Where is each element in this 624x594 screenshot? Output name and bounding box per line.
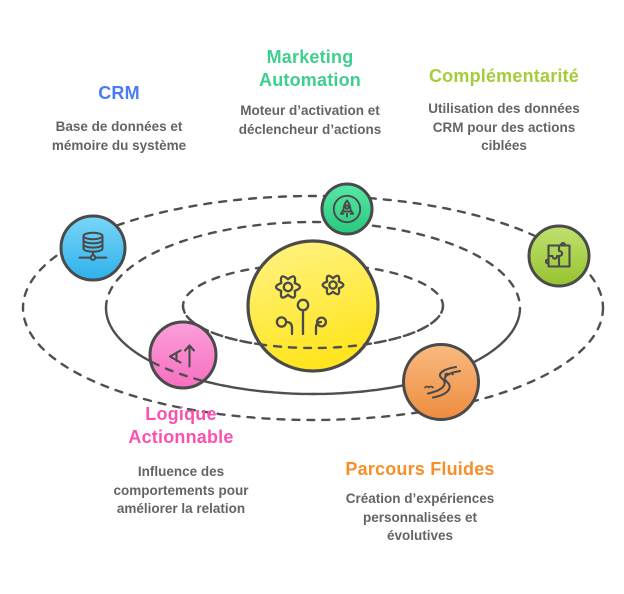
orbit-inner-front-arc [181, 304, 445, 350]
logique-node-circle [148, 320, 218, 390]
letter-growth-icon [168, 344, 196, 368]
orbit-ellipse-outer [21, 194, 605, 422]
parcours-fluides-title: Parcours Fluides [345, 459, 495, 479]
orbit-middle-front-arc [104, 306, 522, 396]
node-crm [59, 214, 127, 282]
logique-actionnable-title: Logique Actionnable [128, 404, 234, 447]
center-node [246, 239, 380, 373]
parcours-fluides-description: Création d’expériences personnalisées et… [345, 491, 495, 543]
rocket-icon [332, 194, 362, 224]
node-complementarite [527, 224, 591, 288]
puzzle-icon [544, 241, 571, 268]
crm-title: CRM [98, 83, 140, 103]
winding-path-icon [424, 365, 462, 399]
marketing-automation-title: Marketing Automation [259, 47, 361, 90]
logique-actionnable-label-block: Logique Actionnable Influence des compor… [96, 403, 266, 519]
complementarite-description: Utilisation des données CRM pour des act… [428, 101, 580, 153]
node-logique-actionnable [148, 320, 218, 390]
parcours-node-circle [402, 343, 480, 421]
node-marketing-automation [320, 182, 374, 236]
center-node-circle [246, 239, 380, 373]
logique-actionnable-description: Influence des comportements pour amélior… [113, 464, 249, 516]
complementarite-label-block: Complémentarité Utilisation des données … [414, 65, 594, 156]
marketing-automation-description: Moteur d’activation et déclencheur d’act… [238, 103, 382, 137]
crm-description: Base de données et mémoire du système [51, 119, 187, 153]
node-parcours-fluides [402, 343, 480, 421]
parcours-fluides-label-block: Parcours Fluides Création d’expériences … [330, 458, 510, 546]
complementarite-title: Complémentarité [428, 66, 580, 86]
marketing-automation-label-block: Marketing Automation Moteur d’activation… [225, 46, 395, 139]
crm-label-block: CRM Base de données et mémoire du systèm… [31, 82, 207, 155]
database-icon [78, 231, 108, 261]
flowers-growth-icon [274, 274, 345, 336]
